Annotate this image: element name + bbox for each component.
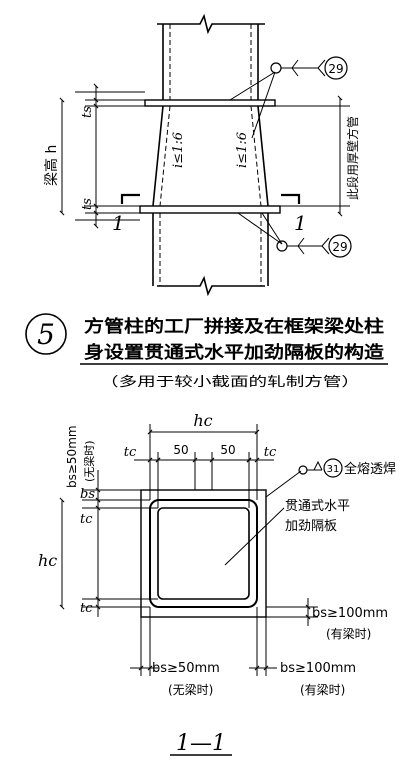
slope-label-right: i≤1:6 xyxy=(235,132,250,168)
diaphragm-plate-outline xyxy=(140,489,267,618)
tube-inner-wall xyxy=(157,507,250,600)
column-right-inner-taper xyxy=(250,105,262,207)
hc-side-label: hc xyxy=(38,551,57,570)
tc-label-right: tc xyxy=(264,445,277,460)
section-1-1 xyxy=(59,424,343,756)
slope-label-left: i≤1:6 xyxy=(171,132,186,168)
bs-bottom-left-main: bs≥50mm xyxy=(152,661,220,676)
diaphragm-plate-bottom xyxy=(139,205,281,214)
section-mark-right: 1 xyxy=(294,211,307,235)
column-left-inner-taper xyxy=(159,105,171,207)
bs-bottom-left-note: (无梁时) xyxy=(168,682,213,697)
title-line-2: 身设置贯通式水平加劲隔板的构造 xyxy=(84,342,385,363)
plate-leader xyxy=(224,507,285,566)
weld-flag-top xyxy=(291,59,299,77)
bs-top-main: bs≥50mm xyxy=(65,425,79,488)
section-label: 1—1 xyxy=(176,731,226,756)
column-left-wall-taper xyxy=(152,105,164,207)
diaphragm-plate-top xyxy=(144,99,276,107)
bottom-break-line xyxy=(157,275,265,297)
tube-outer-wall xyxy=(149,499,258,608)
weld-ref-circle-bottom xyxy=(328,234,352,258)
weld-leader-bottom-b xyxy=(261,212,283,245)
weld-tail-top xyxy=(317,59,326,77)
title-line-3: （多用于较小截面的轧制方管） xyxy=(100,374,360,390)
weld-leader-top-a xyxy=(229,71,276,101)
top-break-line xyxy=(157,13,265,35)
section-cut-right xyxy=(281,193,301,204)
weld-ref-number-bottom: 29 xyxy=(332,240,347,254)
bs-right-main: bs≥100mm xyxy=(312,606,388,621)
ts-label-bottom: ts xyxy=(80,198,95,210)
weld-all-around-top xyxy=(270,62,282,74)
section-cut-left xyxy=(120,193,140,204)
plate-label-line2: 加劲隔板 xyxy=(285,519,337,534)
plate-label-line1: 贯通式水平 xyxy=(285,499,350,514)
weld-ref-circle-top xyxy=(324,56,348,80)
bs-right-note: (有梁时) xyxy=(326,626,371,641)
thick-wall-dimension xyxy=(275,95,350,217)
weld-ref-number-section: 31 xyxy=(327,464,340,475)
title-line-1: 方管柱的工厂拼接及在框架梁处柱 xyxy=(84,316,384,337)
column-right-wall-taper xyxy=(257,105,269,207)
weld-bevel-section xyxy=(313,460,323,471)
weld-flag-bottom xyxy=(297,237,305,255)
dim-50-left: 50 xyxy=(173,443,188,457)
dim-50-right: 50 xyxy=(220,443,235,457)
weld-leader-bottom-a xyxy=(237,212,283,245)
ts-label-top: ts xyxy=(80,106,95,118)
bs-bottom-right-note: (有梁时) xyxy=(300,682,345,697)
title-block xyxy=(25,313,388,365)
weld-tail-bottom xyxy=(321,237,330,255)
beam-height-dimension xyxy=(59,83,145,229)
hc-label-top: hc xyxy=(193,411,212,430)
tc-side-top: tc xyxy=(80,512,93,527)
weld-leader-section xyxy=(265,470,302,498)
weld-ref-number-top: 29 xyxy=(328,62,343,76)
bs-bottom-right-main: bs≥100mm xyxy=(280,661,356,676)
weld-all-around-bottom xyxy=(276,240,288,252)
weld-note: 全熔透焊 xyxy=(344,461,396,477)
title-number-circle xyxy=(25,313,67,355)
weld-all-around-section xyxy=(298,465,308,475)
tc-label-left: tc xyxy=(124,445,137,460)
thick-wall-note: 此段用厚壁方管 xyxy=(345,116,360,200)
weld-ref-circle-section xyxy=(323,458,343,478)
column-elevation xyxy=(120,13,352,297)
title-number: 5 xyxy=(37,318,55,351)
bs-top-short: bs xyxy=(80,487,95,502)
bs-top-note: (无梁时) xyxy=(82,440,96,482)
beam-height-label: 梁高 h xyxy=(43,145,60,186)
tc-side-bottom: tc xyxy=(80,601,93,616)
weld-leader-top-b xyxy=(251,71,276,139)
section-mark-left: 1 xyxy=(112,211,125,235)
